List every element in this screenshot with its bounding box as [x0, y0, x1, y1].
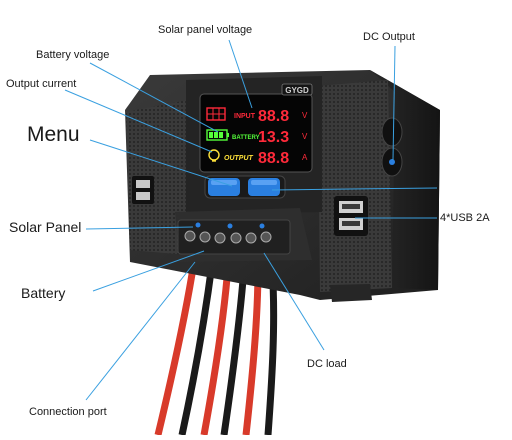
callout-dc-output — [392, 45, 396, 161]
callout-output-current — [64, 89, 213, 153]
left-usb-ports — [132, 176, 154, 204]
label-output-current: Output current — [6, 78, 77, 90]
lcd-output-unit: A — [302, 153, 308, 162]
callout-battery — [92, 250, 205, 292]
cable-bundle — [154, 261, 278, 436]
label-dc-load: DC load — [307, 358, 347, 370]
callout-solar-panel-voltage — [228, 39, 253, 109]
right-vent-grille — [318, 80, 392, 292]
lcd-battery-value: 13.3 — [258, 129, 289, 146]
bulb-icon — [208, 149, 220, 161]
terminal-block — [177, 219, 291, 255]
callout-battery-voltage — [89, 62, 219, 133]
label-menu: Menu — [27, 123, 80, 146]
callout-menu-right — [271, 187, 438, 191]
lcd-output-label: OUTPUT — [224, 155, 254, 162]
label-battery-voltage: Battery voltage — [36, 49, 110, 61]
callout-lines — [64, 39, 438, 401]
label-dc-output: DC Output — [363, 31, 415, 43]
brand-logo: GYGD — [285, 86, 309, 95]
label-solar-panel: Solar Panel — [9, 219, 82, 235]
label-solar-panel-voltage: Solar panel voltage — [158, 24, 253, 36]
callout-dc-load — [263, 252, 325, 351]
label-usb: 4*USB 2A — [440, 212, 490, 224]
lcd-input-unit: V — [302, 111, 308, 120]
callout-menu — [89, 139, 233, 187]
right-usb-ports — [334, 196, 368, 236]
left-vent-grille — [126, 100, 188, 255]
lcd-display: GYGD INPUT 88.8 V BATTERY 13.3 V OUTPUT … — [199, 83, 313, 173]
callout-solar-panel — [85, 226, 194, 230]
label-battery: Battery — [21, 285, 66, 301]
dc-output-jack — [381, 117, 403, 177]
label-connection-port: Connection port — [29, 406, 107, 418]
lcd-input-label: INPUT — [234, 113, 256, 120]
lcd-battery-label: BATTERY — [232, 135, 260, 141]
lcd-input-value: 88.8 — [258, 108, 289, 125]
callout-connection-port — [85, 261, 196, 401]
menu-buttons — [204, 175, 286, 199]
lcd-output-value: 88.8 — [258, 150, 289, 167]
lcd-battery-unit: V — [302, 132, 308, 141]
